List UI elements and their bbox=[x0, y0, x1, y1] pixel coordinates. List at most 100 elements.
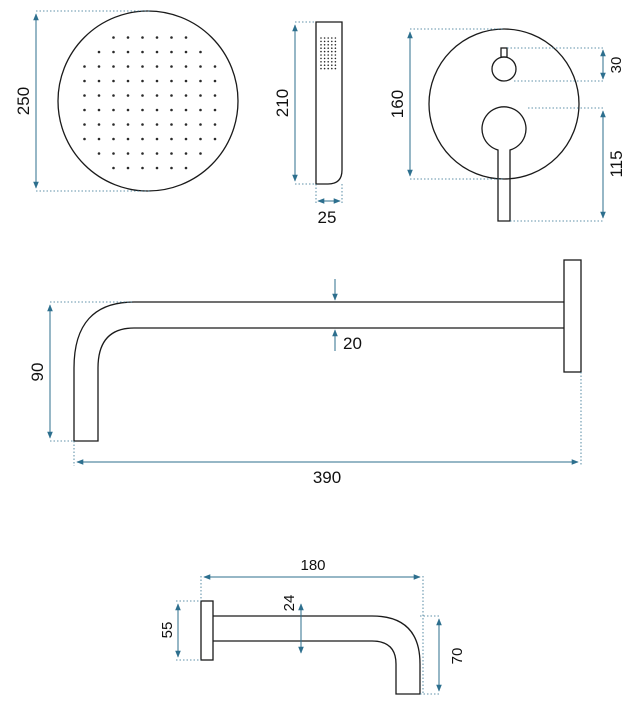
nozzle-dot bbox=[97, 108, 101, 112]
nozzle-dot bbox=[155, 79, 159, 83]
nozzle-dot bbox=[112, 94, 115, 97]
hand-shower-nozzle-dot bbox=[331, 57, 333, 60]
spout-wall-flange bbox=[200, 600, 214, 661]
nozzle-dot bbox=[126, 108, 130, 112]
nozzle-dot bbox=[184, 65, 188, 68]
nozzle-dot bbox=[141, 65, 144, 68]
hand-shower-nozzle-dot bbox=[323, 67, 326, 70]
nozzle-dot bbox=[83, 108, 86, 112]
nozzle-dot bbox=[141, 79, 144, 83]
nozzle-dot bbox=[83, 94, 86, 97]
nozzle-dot bbox=[126, 94, 130, 97]
hand-shower-height-label: 210 bbox=[273, 89, 292, 117]
nozzle-dot bbox=[141, 108, 144, 112]
nozzle-dot bbox=[97, 50, 101, 54]
shower-head-outline bbox=[57, 10, 239, 192]
nozzle-dot bbox=[112, 123, 115, 126]
nozzle-dot bbox=[170, 166, 173, 170]
hand-shower-nozzle-dot bbox=[323, 37, 326, 39]
nozzle-dot bbox=[170, 94, 173, 97]
nozzle-dot bbox=[141, 152, 144, 155]
hand-shower-width-label: 25 bbox=[318, 208, 337, 227]
nozzle-dot bbox=[97, 79, 101, 83]
mixer-top-offset-label: 30 bbox=[608, 57, 625, 74]
spout-drop-label: 70 bbox=[449, 648, 466, 665]
spout-plate-label: 55 bbox=[159, 622, 176, 639]
hand-shower-nozzle-dot bbox=[327, 40, 330, 43]
nozzle-dot bbox=[126, 166, 130, 170]
nozzle-dot bbox=[199, 152, 202, 155]
hand-shower-nozzle-dot bbox=[323, 61, 326, 63]
diverter-knob-outline bbox=[491, 56, 517, 82]
hand-shower-nozzle-dot bbox=[331, 61, 333, 63]
hand-shower-nozzle-dot bbox=[323, 57, 326, 60]
hand-shower-nozzle-dot bbox=[331, 54, 333, 56]
nozzle-dot bbox=[213, 137, 217, 141]
hand-shower-nozzle-dot bbox=[331, 67, 333, 70]
nozzle-dot bbox=[141, 94, 144, 97]
nozzle-dot bbox=[199, 137, 202, 141]
spout-thickness-label: 24 bbox=[281, 595, 298, 612]
hand-shower-nozzle-dot bbox=[331, 44, 333, 46]
hand-shower-nozzle-dot bbox=[323, 54, 326, 56]
nozzle-dot bbox=[155, 36, 159, 39]
spout-plate-dimension: 55 bbox=[159, 600, 201, 661]
hand-shower-width-dimension: 25 bbox=[315, 184, 343, 227]
hand-shower-nozzle-dot bbox=[320, 44, 322, 46]
nozzle-dot bbox=[112, 50, 115, 54]
nozzle-dot bbox=[126, 123, 130, 126]
nozzle-dot bbox=[83, 123, 86, 126]
hand-shower-nozzle-dot bbox=[334, 50, 337, 53]
mixer-lever-outline bbox=[481, 106, 527, 222]
nozzle-dot bbox=[155, 166, 159, 170]
hand-shower-nozzle-dot bbox=[320, 61, 322, 63]
nozzle-dot bbox=[170, 36, 173, 39]
hand-shower-nozzle-dot bbox=[334, 57, 337, 60]
nozzle-dot bbox=[155, 123, 159, 126]
hand-shower-nozzle-dot bbox=[320, 57, 322, 60]
hand-shower-nozzle-dot bbox=[327, 64, 330, 66]
diverter-knob-stem bbox=[500, 47, 508, 58]
mixer-height-dimension: 160 bbox=[388, 28, 504, 180]
nozzle-dot bbox=[184, 36, 188, 39]
shower-arm-drop-label: 90 bbox=[28, 363, 47, 382]
spout-thickness-dimension: 24 bbox=[281, 595, 304, 654]
nozzle-dot bbox=[126, 79, 130, 83]
hand-shower-nozzle-dot bbox=[320, 50, 322, 53]
nozzle-dot bbox=[112, 137, 115, 141]
nozzle-dot bbox=[141, 137, 144, 141]
hand-shower-height-dimension: 210 bbox=[273, 21, 316, 185]
hand-shower-nozzle-dot bbox=[323, 64, 326, 66]
shower-arm-length-label: 390 bbox=[313, 468, 341, 487]
hand-shower-nozzle-dot bbox=[327, 44, 330, 46]
hand-shower-nozzles bbox=[320, 37, 337, 70]
nozzle-dot bbox=[126, 152, 130, 155]
nozzle-dot bbox=[184, 123, 188, 126]
hand-shower-nozzle-dot bbox=[327, 50, 330, 53]
nozzle-dot bbox=[141, 123, 144, 126]
nozzle-dot bbox=[126, 36, 130, 39]
hand-shower-nozzle-dot bbox=[327, 54, 330, 56]
nozzle-dot bbox=[155, 94, 159, 97]
hand-shower-nozzle-dot bbox=[320, 40, 322, 43]
nozzle-dot bbox=[141, 50, 144, 54]
nozzle-dot bbox=[112, 65, 115, 68]
mixer-plate-outline bbox=[428, 28, 580, 180]
spout-drawing bbox=[200, 600, 421, 695]
nozzle-dot bbox=[184, 152, 188, 155]
nozzle-dot bbox=[199, 65, 202, 68]
nozzle-dot bbox=[83, 65, 86, 68]
nozzle-dot bbox=[199, 50, 202, 54]
hand-shower-nozzle-dot bbox=[331, 37, 333, 39]
nozzle-dot bbox=[213, 65, 217, 68]
mixer-lever-offset-label: 115 bbox=[607, 150, 626, 177]
nozzle-dot bbox=[155, 108, 159, 112]
hand-shower-nozzle-dot bbox=[334, 47, 337, 49]
nozzle-dot bbox=[170, 152, 173, 155]
shower-head-drawing bbox=[57, 10, 239, 192]
shower-arm-thickness-dimension: 20 bbox=[332, 279, 362, 353]
nozzle-dot bbox=[97, 152, 101, 155]
nozzle-dot bbox=[97, 94, 101, 97]
hand-shower-nozzle-dot bbox=[320, 37, 322, 39]
